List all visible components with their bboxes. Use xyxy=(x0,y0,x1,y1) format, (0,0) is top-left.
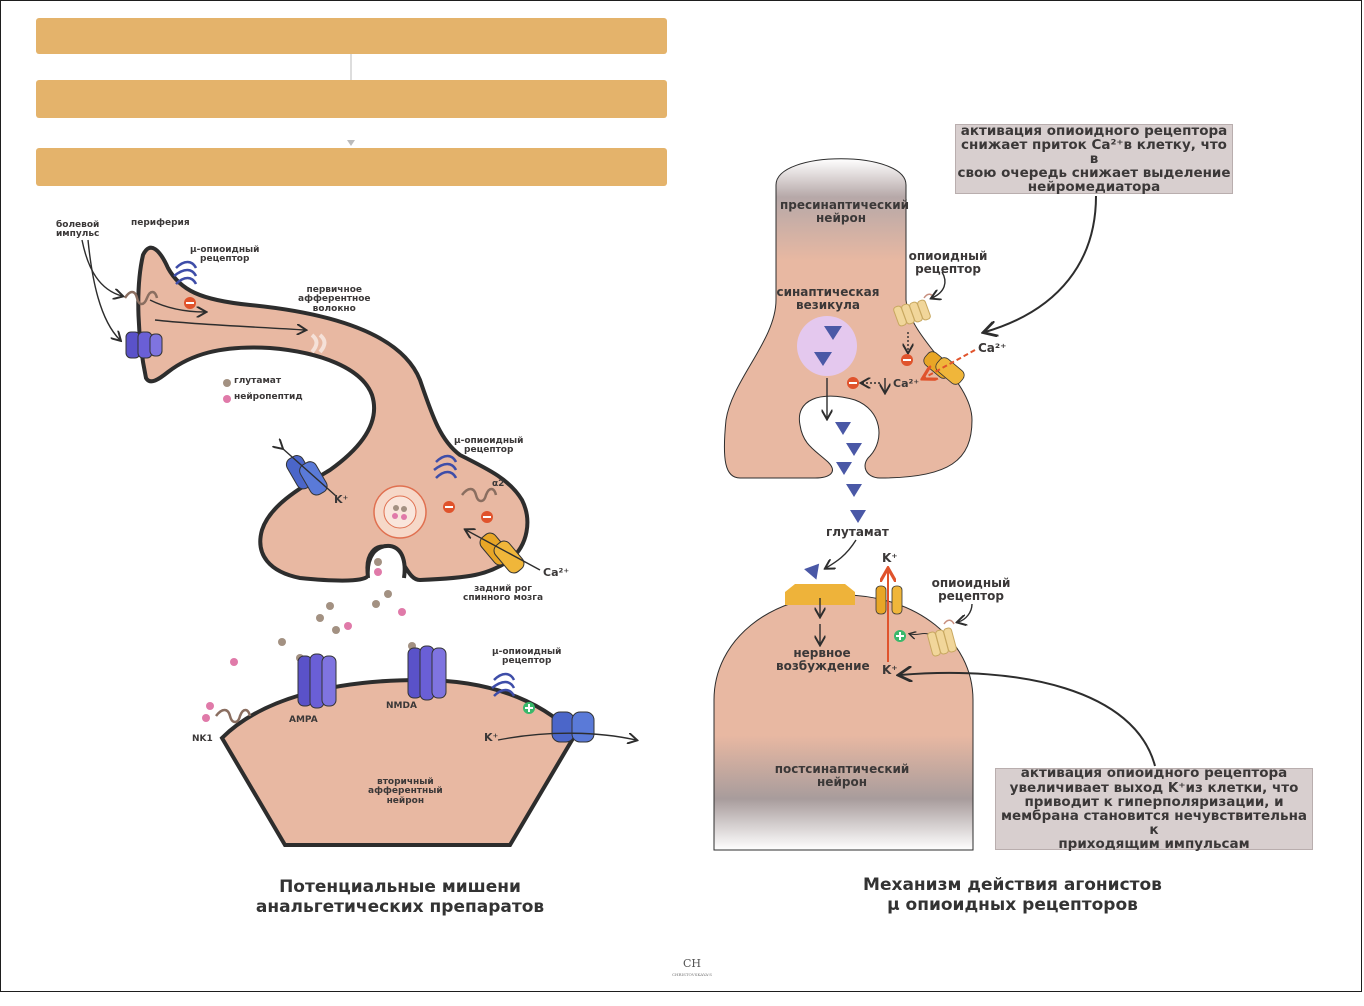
glutamate-marker xyxy=(846,443,862,456)
ca-channel-right xyxy=(923,351,965,385)
label-ca2-out: Ca²⁺ xyxy=(978,341,1007,355)
mu-receptor-bottom xyxy=(491,672,516,697)
label-postsynaptic: постсинаптический нейрон xyxy=(774,762,910,789)
nmda-receptor xyxy=(407,645,447,701)
label-secondary-neuron: вторичный афферентный нейрон xyxy=(368,777,443,806)
label-nk1: NK1 xyxy=(192,734,213,744)
label-k-plus-2: K⁺ xyxy=(484,731,499,744)
label-glutamate-left: глутамат xyxy=(234,376,282,386)
label-vesicle: синаптическая везикула xyxy=(776,285,880,312)
info-box-bottom: активация опиоидного рецептора увеличива… xyxy=(995,766,1313,851)
released-particles xyxy=(202,558,416,722)
label-k-bottom: K⁺ xyxy=(882,663,898,677)
fiber-break-mark xyxy=(310,333,327,354)
logo-text: CHRISTOVSKAYA'S xyxy=(672,972,712,977)
info-box-top: активация опиоидного рецептора снижает п… xyxy=(955,123,1233,194)
label-opioid-receptor-bottom: опиоидный рецептор xyxy=(931,576,1011,603)
label-mu-receptor-bottom: μ-опиоидный рецептор xyxy=(492,647,562,667)
bar-connector-arrow xyxy=(347,140,355,146)
label-mu-receptor-mid: μ-опиоидный рецептор xyxy=(454,436,524,456)
label-pain-impulse: болевой импульс xyxy=(56,220,100,240)
vesicle-left-inner xyxy=(383,495,417,529)
label-periphery: периферия xyxy=(131,218,190,228)
k-channel-mid xyxy=(282,448,337,497)
glutamate-marker xyxy=(850,510,866,523)
glutamate-marker xyxy=(804,563,820,580)
glutamate-marker xyxy=(814,352,832,366)
label-dorsal-horn: задний рог спинного мозга xyxy=(463,584,544,604)
ca-channel-left xyxy=(466,530,541,574)
label-ca2-plus-left: Ca²⁺ xyxy=(543,566,570,579)
pain-arrow-1 xyxy=(81,239,122,296)
label-k-plus-1: K⁺ xyxy=(334,493,349,506)
glutamate-marker xyxy=(846,484,862,497)
label-presynaptic: пресинаптический нейрон xyxy=(780,198,910,225)
label-alpha2: α2 xyxy=(492,479,505,489)
peripheral-channel xyxy=(125,331,163,359)
glutamate-dot-icon xyxy=(223,379,231,387)
caption-left: Потенциальные мишени анальгетических пре… xyxy=(255,877,545,917)
label-k-top: K⁺ xyxy=(882,551,898,565)
impulse-arrow-2 xyxy=(154,319,305,330)
ampa-receptor xyxy=(297,653,337,709)
mu-receptor-mid xyxy=(433,454,458,479)
label-glutamate-right: глутамат xyxy=(826,525,889,539)
box-bottom-arrow xyxy=(900,673,1156,767)
nk1-receptor xyxy=(215,708,252,724)
glutamate-marker xyxy=(835,422,851,435)
k-channel-bottom xyxy=(497,711,636,742)
label-nmda: NMDA xyxy=(386,701,417,711)
header-bar-2 xyxy=(36,80,667,118)
impulse-arrow-1 xyxy=(149,299,205,312)
pain-arrow-2 xyxy=(87,239,120,340)
label-excitation: нервное возбуждение xyxy=(776,646,870,673)
glutamate-marker xyxy=(824,326,842,340)
box-top-arrow xyxy=(985,195,1097,332)
synaptic-vesicle xyxy=(797,316,857,376)
header-bar-1 xyxy=(36,18,667,54)
logo-monogram: CH xyxy=(682,957,701,970)
opioid-receptor-presynaptic xyxy=(893,293,935,327)
opioid-receptor-postsynaptic xyxy=(927,619,957,657)
peripheral-receptor-coil xyxy=(123,290,159,306)
ca-influx-arrow xyxy=(924,349,976,378)
glutamate-marker xyxy=(836,462,852,475)
header-bar-3 xyxy=(36,148,667,186)
label-mu-receptor-top: μ-опиоидный рецептор xyxy=(190,245,260,265)
label-neuropeptide: нейропептид xyxy=(234,392,303,402)
label-ampa: AMPA xyxy=(289,715,318,725)
label-opioid-receptor-top: опиоидный рецептор xyxy=(908,249,988,276)
alpha2-receptor xyxy=(461,487,498,503)
label-primary-fiber: первичное афферентное волокно xyxy=(298,285,371,314)
k-channel-postsynaptic xyxy=(875,585,903,615)
minus-icon xyxy=(186,302,194,304)
mu-receptor-top xyxy=(173,260,198,285)
caption-right: Механизм действия агонистов μ опиоидных … xyxy=(863,875,1162,915)
label-ca2-in: Ca²⁺ xyxy=(893,377,920,390)
neuropeptide-dot-icon xyxy=(223,395,231,403)
glutamate-receptor xyxy=(785,584,855,605)
presynaptic-release-notch xyxy=(365,543,407,579)
